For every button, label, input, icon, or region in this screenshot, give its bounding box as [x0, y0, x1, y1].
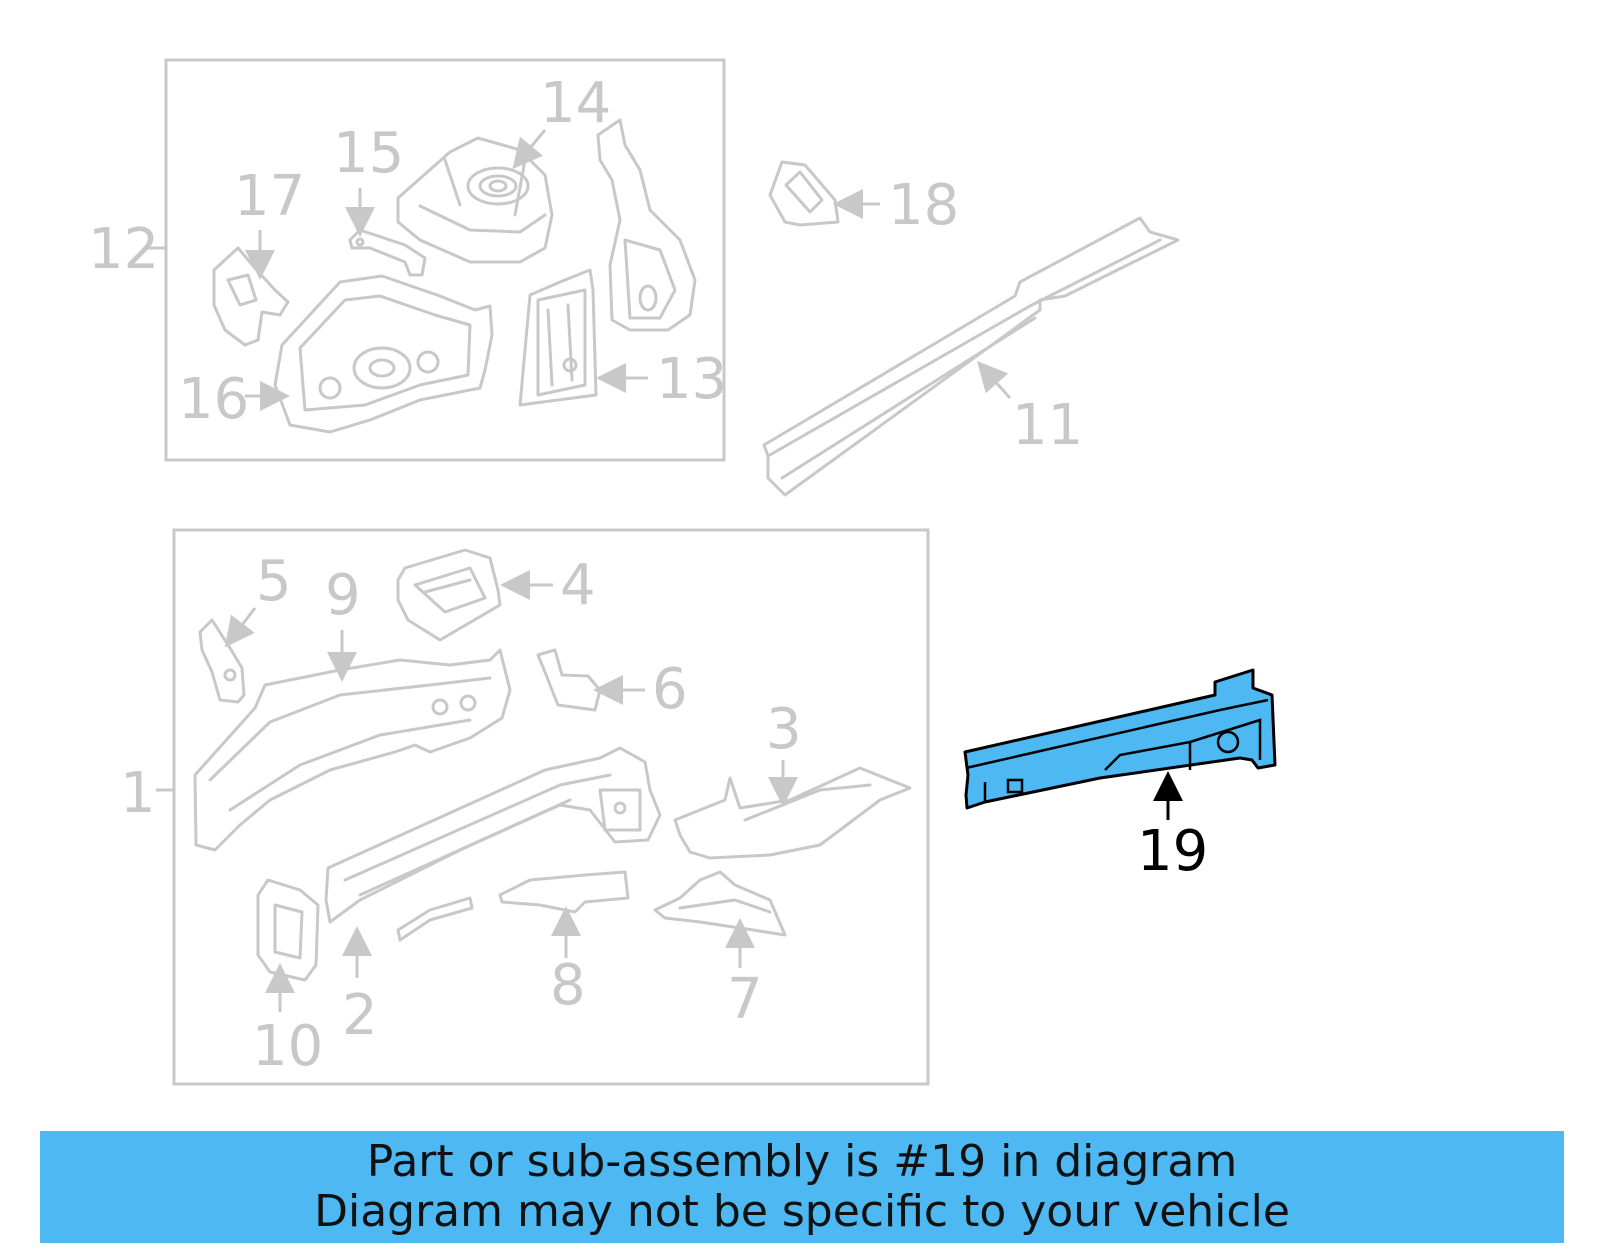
- callout-4: 4: [560, 553, 596, 618]
- group-box-12: [164, 58, 726, 462]
- callout-17: 17: [234, 164, 305, 229]
- part-16-drawing: [273, 274, 494, 434]
- banner-line-1: Part or sub-assembly is #19 in diagram: [366, 1136, 1238, 1187]
- callout-2: 2: [342, 983, 378, 1048]
- part-13-drawing: [518, 268, 598, 407]
- callout-14: 14: [540, 71, 611, 136]
- callout-16: 16: [178, 367, 249, 432]
- leader-5: [224, 607, 257, 648]
- callout-7: 7: [727, 967, 763, 1032]
- part-2-drawing: [324, 746, 662, 924]
- part-18-drawing: [768, 160, 840, 227]
- group-box-1: [172, 528, 930, 1086]
- leader-14: [512, 129, 547, 170]
- part-15-drawing: [348, 228, 427, 277]
- leader-11: [977, 361, 1012, 399]
- callout-11: 11: [1012, 393, 1083, 458]
- callout-18: 18: [888, 173, 959, 238]
- callout-9: 9: [325, 563, 361, 628]
- callout-13: 13: [656, 347, 727, 412]
- part-wheelhouse-drawing: [596, 118, 697, 332]
- part-strip-drawing: [396, 896, 474, 942]
- banner-line-2: Diagram may not be specific to your vehi…: [314, 1186, 1290, 1237]
- callout-8: 8: [550, 953, 586, 1018]
- part-8-drawing: [498, 870, 630, 914]
- callout-10: 10: [252, 1014, 323, 1079]
- parts-diagram: 12 14 15 17 16 13 18 11 1 5 9 4 6 3 2 10…: [88, 58, 1277, 1086]
- callout-1: 1: [120, 761, 156, 826]
- callout-12: 12: [88, 217, 159, 282]
- part-7-drawing: [653, 870, 787, 937]
- callout-3: 3: [766, 697, 802, 762]
- part-11-drawing: [762, 216, 1180, 497]
- callout-6: 6: [652, 657, 688, 722]
- part-4-drawing: [396, 548, 502, 642]
- part-5-drawing: [198, 618, 246, 704]
- callout-5: 5: [256, 549, 292, 614]
- part-10-drawing: [256, 878, 320, 982]
- part-17-drawing: [212, 246, 290, 347]
- callout-15: 15: [333, 121, 404, 186]
- part-3-drawing: [673, 766, 912, 860]
- part-19-drawing: [963, 668, 1277, 810]
- part-14-drawing: [396, 136, 554, 264]
- part-6-drawing: [536, 648, 602, 712]
- info-banner: Part or sub-assembly is #19 in diagram D…: [40, 1131, 1564, 1243]
- callout-19: 19: [1137, 819, 1208, 884]
